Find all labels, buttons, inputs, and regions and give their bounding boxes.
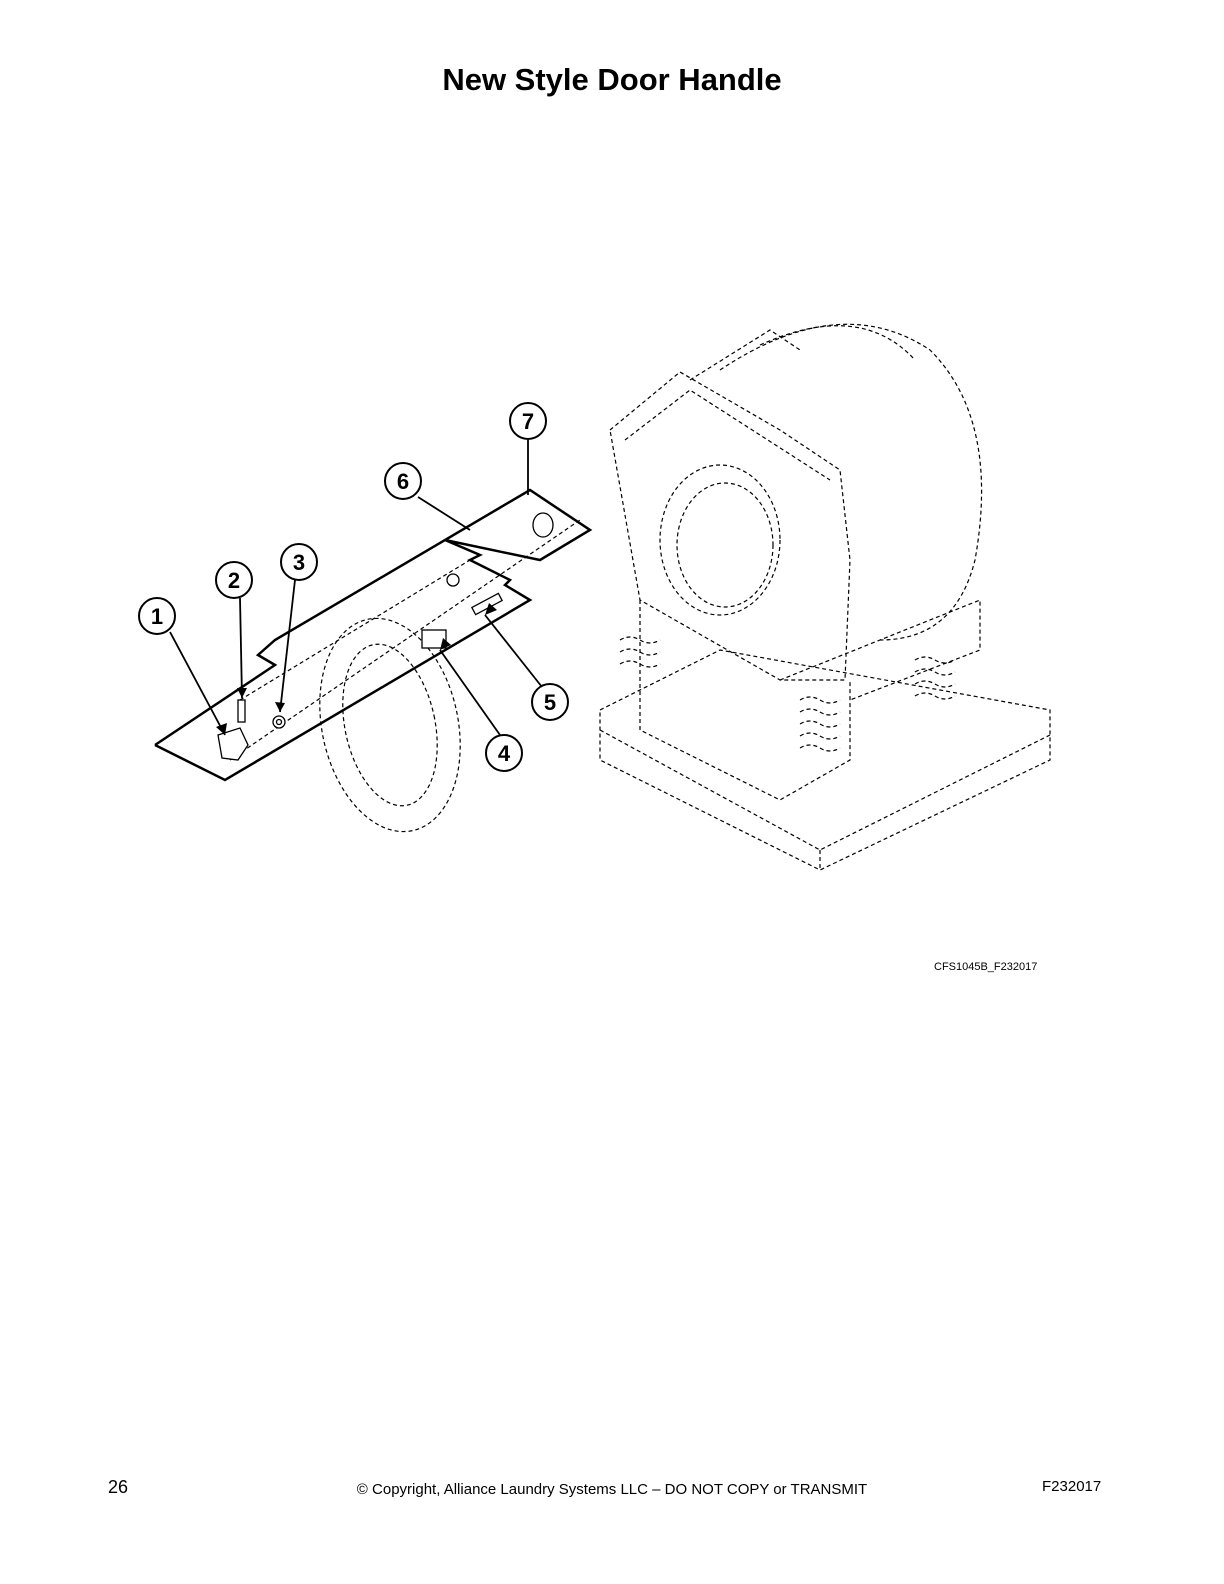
callout-6: 6 [384, 462, 422, 500]
callout-7: 7 [509, 402, 547, 440]
callout-label: 4 [498, 741, 511, 766]
callout-leaders [169, 440, 543, 736]
callout-label: 3 [293, 550, 305, 575]
callout-label: 5 [544, 690, 556, 715]
callout-3: 3 [280, 543, 318, 581]
copyright-notice: © Copyright, Alliance Laundry Systems LL… [356, 1481, 868, 1498]
document-code: F232017 [1042, 1478, 1102, 1495]
callout-1: 1 [138, 597, 176, 635]
page-title: New Style Door Handle [442, 62, 782, 97]
callout-label: 1 [151, 604, 163, 629]
leader-arrowheads [216, 603, 497, 735]
callout-label: 6 [397, 469, 409, 494]
figure-code: CFS1045B_F232017 [934, 961, 1038, 973]
callout-label: 2 [228, 568, 240, 593]
callout-label: 7 [522, 409, 534, 434]
callout-4: 4 [485, 734, 523, 772]
washer-machine-outline [229, 323, 1051, 871]
page-number: 26 [108, 1477, 129, 1497]
callout-2: 2 [215, 561, 253, 599]
parts-highlight-outline [154, 488, 593, 782]
hardware-parts [217, 512, 554, 761]
callout-5: 5 [531, 683, 569, 721]
